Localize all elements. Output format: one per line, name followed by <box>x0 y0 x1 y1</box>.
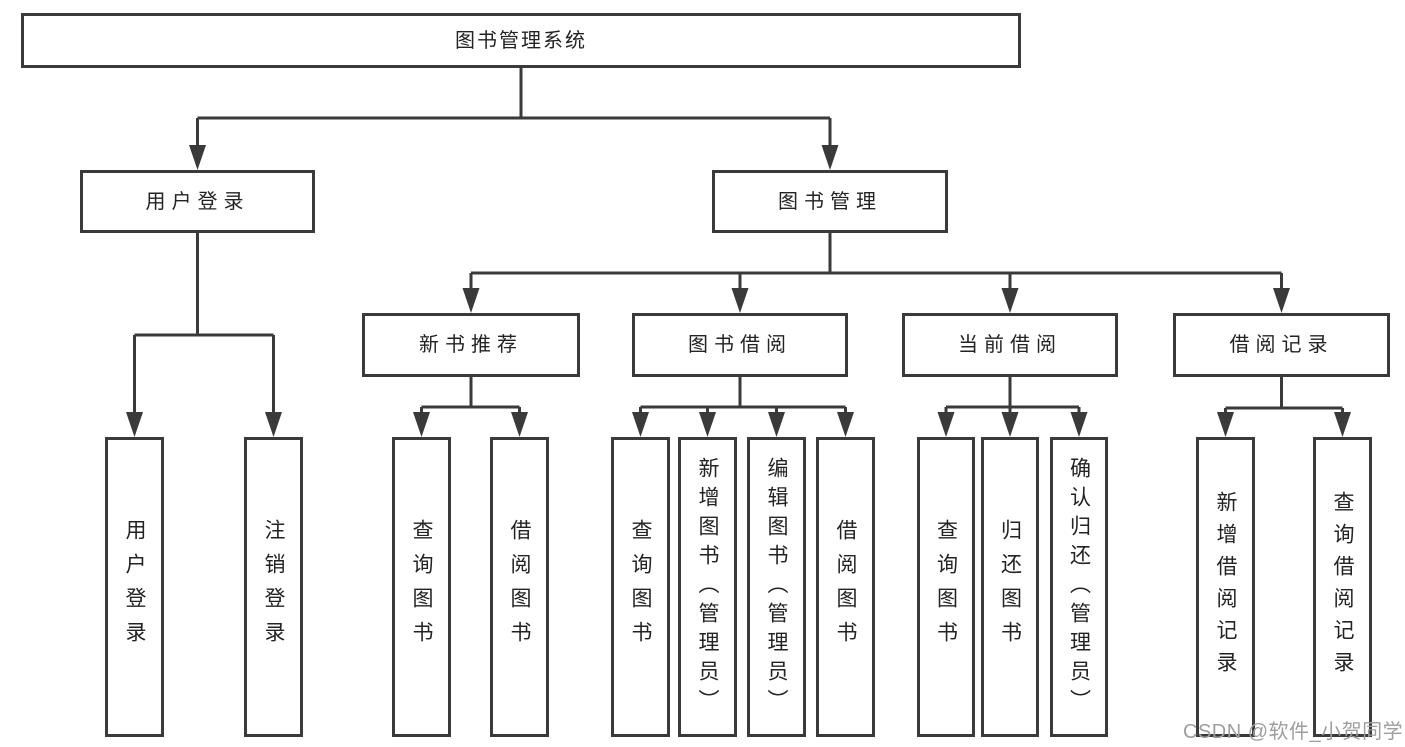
node-borrowing-records-label: 借阅记录 <box>1229 334 1334 356</box>
node-leaf-query-books-borrowing-label: 查询图书 <box>629 519 652 655</box>
arrowhead <box>126 412 143 437</box>
node-book-borrowing: 图书借阅 <box>632 313 848 377</box>
arrowhead <box>1217 412 1234 437</box>
arrowhead <box>265 412 282 437</box>
node-current-borrowing: 当前借阅 <box>902 313 1118 377</box>
node-leaf-return-books: 归还图书 <box>981 437 1039 737</box>
node-leaf-add-borrow-record-label: 新增借阅记录 <box>1214 491 1237 683</box>
node-leaf-user-login: 用户登录 <box>105 437 164 737</box>
edge-records-to-leaves <box>1224 377 1344 414</box>
arrowheads <box>126 145 1351 437</box>
node-leaf-query-borrow-record-label: 查询借阅记录 <box>1331 491 1354 683</box>
arrowhead <box>699 412 716 437</box>
node-leaf-query-books-borrowing: 查询图书 <box>611 437 670 737</box>
csdn-watermark: CSDN @软件_小贺同学 <box>1183 721 1404 743</box>
arrowhead <box>1334 412 1351 437</box>
node-leaf-confirm-return-admin-label: 确认归还（管理员） <box>1067 456 1091 718</box>
node-leaf-borrow-books-borrowing-label: 借阅图书 <box>834 519 857 655</box>
node-leaf-query-books-recommend-label: 查询图书 <box>410 519 433 655</box>
connector-edges <box>133 68 1344 414</box>
node-user-login-label: 用户登录 <box>145 190 250 213</box>
node-new-book-recommend: 新书推荐 <box>362 313 580 377</box>
arrowhead <box>462 288 480 313</box>
node-leaf-borrow-books-recommend: 借阅图书 <box>490 437 549 737</box>
node-leaf-confirm-return-admin: 确认归还（管理员） <box>1050 437 1108 737</box>
node-leaf-user-login-label: 用户登录 <box>123 519 146 655</box>
node-leaf-borrow-books-borrowing: 借阅图书 <box>816 437 875 737</box>
node-root: 图书管理系统 <box>21 13 1021 68</box>
node-leaf-add-books-admin: 新增图书（管理员） <box>678 437 737 737</box>
node-root-label: 图书管理系统 <box>455 29 587 52</box>
edge-borrowing-to-leaves <box>639 377 847 414</box>
node-leaf-logout-label: 注销登录 <box>262 519 285 655</box>
arrowhead <box>1001 412 1019 437</box>
node-book-management-label: 图书管理 <box>778 190 882 213</box>
node-leaf-query-books-current: 查询图书 <box>917 437 975 737</box>
edge-recommend-to-leaves <box>420 377 521 414</box>
edge-userlogin-to-leaves <box>133 233 275 414</box>
node-book-borrowing-label: 图书借阅 <box>688 334 792 356</box>
node-new-book-recommend-label: 新书推荐 <box>419 334 523 356</box>
arrowhead <box>1273 288 1290 313</box>
node-current-borrowing-label: 当前借阅 <box>958 334 1062 356</box>
node-leaf-borrow-books-recommend-label: 借阅图书 <box>508 519 531 655</box>
node-leaf-query-borrow-record: 查询借阅记录 <box>1313 437 1372 737</box>
arrowhead <box>731 288 749 313</box>
arrowhead <box>821 145 839 170</box>
arrowhead <box>632 412 649 437</box>
arrowhead <box>1070 412 1088 437</box>
arrowhead <box>768 412 785 437</box>
arrowhead <box>511 412 528 437</box>
node-leaf-logout: 注销登录 <box>244 437 303 737</box>
arrowhead <box>837 412 854 437</box>
node-book-management: 图书管理 <box>712 170 948 233</box>
node-leaf-query-books-current-label: 查询图书 <box>934 519 958 655</box>
node-leaf-add-borrow-record: 新增借阅记录 <box>1196 437 1255 737</box>
node-leaf-return-books-label: 归还图书 <box>998 519 1022 655</box>
node-user-login: 用户登录 <box>80 170 315 233</box>
node-leaf-edit-books-admin: 编辑图书（管理员） <box>747 437 806 737</box>
node-leaf-query-books-recommend: 查询图书 <box>392 437 451 737</box>
edge-current-to-leaves <box>944 377 1081 414</box>
node-leaf-edit-books-admin-label: 编辑图书（管理员） <box>765 456 788 718</box>
edge-bookmgmt-to-level3 <box>469 233 1283 290</box>
edge-root-to-level2 <box>196 68 832 147</box>
arrowhead <box>189 145 206 170</box>
arrowhead <box>1001 288 1019 313</box>
node-borrowing-records: 借阅记录 <box>1173 313 1390 377</box>
arrowhead <box>413 412 430 437</box>
node-leaf-add-books-admin-label: 新增图书（管理员） <box>696 456 719 718</box>
arrowhead <box>937 412 955 437</box>
